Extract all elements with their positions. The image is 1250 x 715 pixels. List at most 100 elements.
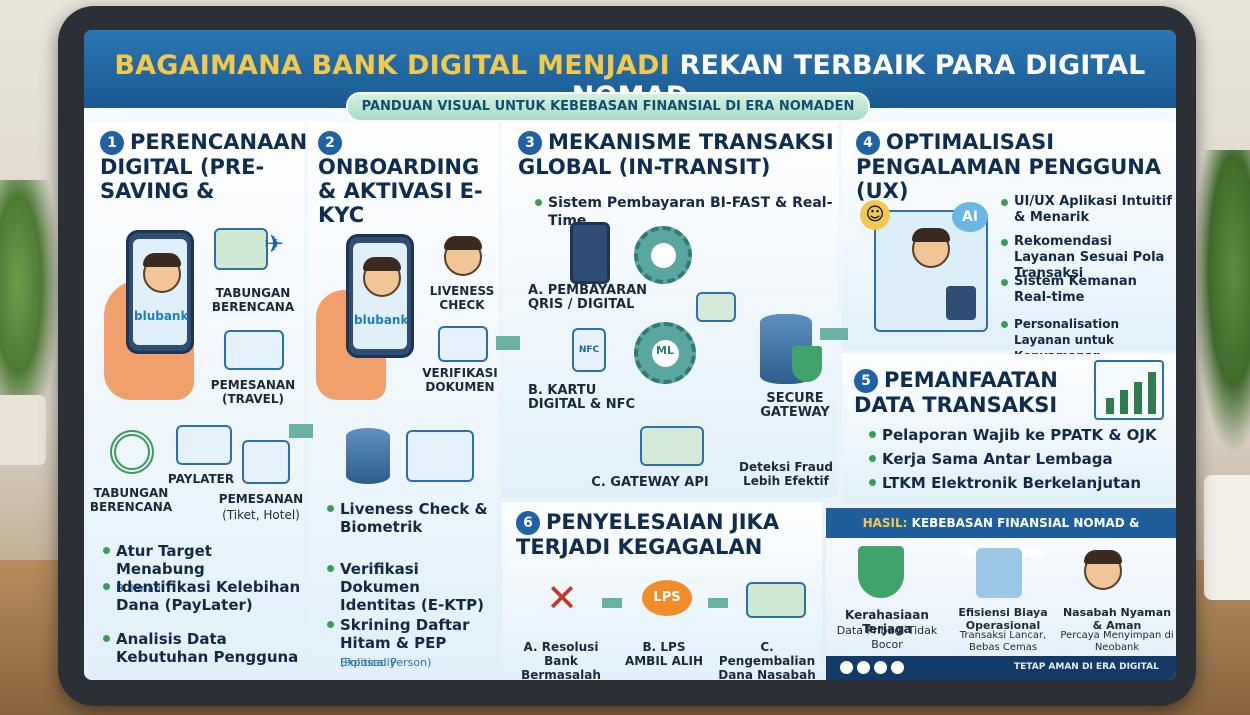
s1-bullet-2: Identifikasi Kelebihan Dana (PayLater): [103, 578, 301, 614]
step-badge-2: 2: [318, 131, 342, 155]
ai-icon: AI: [952, 202, 988, 232]
label-verifikasi-dokumen: VERIFIKASI DOKUMEN: [422, 366, 498, 394]
coffee-mug: [1204, 475, 1250, 600]
hasil-item-3-sub: Percaya Menyimpan di Neobank: [1060, 630, 1174, 653]
label-nfc: B. KARTU DIGITAL & NFC: [528, 383, 636, 412]
section-2-title: ONBOARDING & AKTIVASI E-KYC: [318, 155, 483, 227]
bank-brand: blubank: [134, 309, 189, 323]
label-secure-gateway: SECURE GATEWAY: [760, 391, 830, 420]
section-6-title: PENYELESAIAN JIKA TERJADI KEGAGALAN: [516, 510, 780, 559]
infographic-screen: BAGAIMANA BANK DIGITAL MENJADI REKAN TER…: [84, 30, 1176, 680]
page-title: BAGAIMANA BANK DIGITAL MENJADI REKAN TER…: [84, 50, 1176, 112]
target-icon: [110, 430, 154, 474]
qris-phone-icon: [570, 222, 610, 284]
s5-bullet-3: LTKM Elektronik Berkelanjutan: [869, 474, 1172, 492]
arrow-6b: [708, 598, 728, 608]
calendar-icon: [242, 440, 290, 484]
hasil-banner: HASIL: KEBEBASAN FINANSIAL NOMAD & TERPE…: [826, 508, 1176, 560]
phone-icon-2: blubank: [346, 234, 414, 358]
arrow-right-1: [289, 424, 313, 438]
bank-cross-icon: ✕: [546, 576, 578, 620]
facebook-icon[interactable]: [840, 661, 853, 674]
subtitle-banner: PANDUAN VISUAL UNTUK KEBEBASAN FINANSIAL…: [346, 92, 870, 122]
api-cash-icon: [640, 426, 704, 466]
lps-shield-icon: LPS: [642, 580, 692, 616]
database-icon: [346, 428, 390, 484]
plant-right: [1195, 150, 1250, 450]
step-6b: B. LPS AMBIL ALIH: [624, 640, 704, 668]
user-face-icon: [143, 253, 181, 293]
hasil-item-2-title: Efisiensi Biaya Operasional: [958, 606, 1048, 632]
step-badge-3: 3: [518, 131, 542, 155]
money-icon: [746, 582, 806, 618]
label-gateway-api: C. GATEWAY API: [591, 475, 709, 490]
section-3-title: MEKANISME TRANSAKSI GLOBAL (IN-TRANSIT): [518, 130, 834, 179]
section-2-heading: 2ONBOARDING & AKTIVASI E-KYC: [318, 130, 498, 227]
hasil-item-1-sub: Data Pribadi Tidak Bocor: [836, 624, 938, 651]
user-face-icon-2: [363, 257, 401, 297]
plant-pot: [0, 395, 46, 465]
calendar-travel-icon: [224, 330, 284, 370]
chain-link-icon: [976, 548, 1022, 598]
id-card-icon: [438, 326, 488, 362]
arrow-to-ux: [820, 328, 848, 340]
shield-icon: [858, 546, 904, 598]
section-1-panel: [84, 122, 304, 680]
label-pemesanan-sub: (Tiket, Hotel): [222, 508, 300, 522]
hasil-item-2-sub: Transaksi Lancar, Bebas Cemas: [959, 630, 1047, 653]
label-paylater: PAYLATER: [167, 472, 235, 486]
section-4-title: OPTIMALISASI PENGALAMAN PENGGUNA (UX): [856, 130, 1162, 203]
s3-bullet: Sistem Pembayaran BI-FAST & Real-Time: [535, 194, 838, 230]
s2-bullet-3-sub: Exposed Person): [340, 656, 432, 669]
nfc-icon: NFC: [572, 328, 606, 372]
label-pemesanan: PEMESANAN: [218, 492, 304, 506]
instagram-icon[interactable]: [874, 661, 887, 674]
step-badge-1: 1: [100, 131, 124, 155]
whatsapp-icon[interactable]: [891, 661, 904, 674]
s4-bullet-2: Rekomendasi Layanan Sesuai Pola Transaks…: [1001, 234, 1176, 282]
ektp-card-icon: [406, 430, 474, 482]
shield-check-icon: [792, 346, 822, 382]
hasil-item-3-title: Nasabah Nyaman & Aman: [1062, 606, 1172, 632]
ml-gear-icon: ML: [634, 322, 696, 384]
footer-slogan: TETAP AMAN DI ERA DIGITAL: [1014, 662, 1159, 672]
section-1-title: PERENCANAAN DIGITAL (PRE-SAVING &: [100, 130, 308, 203]
step-badge-6: 6: [516, 511, 540, 535]
gear-icon: [634, 226, 692, 284]
s1-bullet-3: Analisis Data Kebutuhan Pengguna: [103, 630, 302, 666]
hasil-item-1-title: Kerahasiaan Terjaga: [845, 608, 929, 636]
s5-bullet-1: Pelaporan Wajib ke PPATK & OJK: [869, 426, 1172, 444]
step-badge-4: 4: [856, 131, 880, 155]
label-liveness-check: LIVENESS CHECK: [429, 284, 495, 312]
airplane-icon: ✈: [264, 230, 285, 258]
map-icon: [214, 228, 268, 270]
arrow-6a: [602, 598, 622, 608]
title-part-1: BAGAIMANA BANK DIGITAL MENJADI: [114, 50, 670, 81]
liveness-face-icon: [444, 236, 482, 276]
cash-icon: [696, 292, 736, 322]
label-deteksi-fraud: Deteksi Fraud Lebih Efektif: [739, 460, 833, 488]
bar-chart-icon: [1094, 360, 1164, 420]
bank-brand-2: blubank: [354, 313, 409, 327]
s5-bullet-2: Kerja Sama Antar Lembaga: [869, 450, 1172, 468]
step-6a: A. Resolusi Bank Bermasalah: [521, 640, 601, 680]
customer-icon: [1084, 550, 1122, 590]
s4-bullet-3: Sistem Kemanan Real-time: [1001, 274, 1176, 306]
section-5-title: PEMANFAATAN DATA TRANSAKSI: [854, 368, 1058, 417]
label-tabungan-berencana: TABUNGAN BERENCANA: [211, 286, 295, 314]
hasil-label: HASIL:: [862, 516, 908, 530]
twitter-icon[interactable]: [857, 661, 870, 674]
s2-bullet-1: Liveness Check & Biometrik: [327, 500, 498, 536]
label-pemesanan-travel: PEMESANAN (TRAVEL): [210, 378, 296, 406]
paylater-card-icon: [176, 425, 232, 465]
arrow-right-2: [496, 336, 520, 350]
section-2-panel: [308, 122, 498, 680]
user-face-icon-3: [912, 228, 950, 268]
label-tabungan-berencana-2: TABUNGAN BERENCANA: [89, 486, 173, 514]
